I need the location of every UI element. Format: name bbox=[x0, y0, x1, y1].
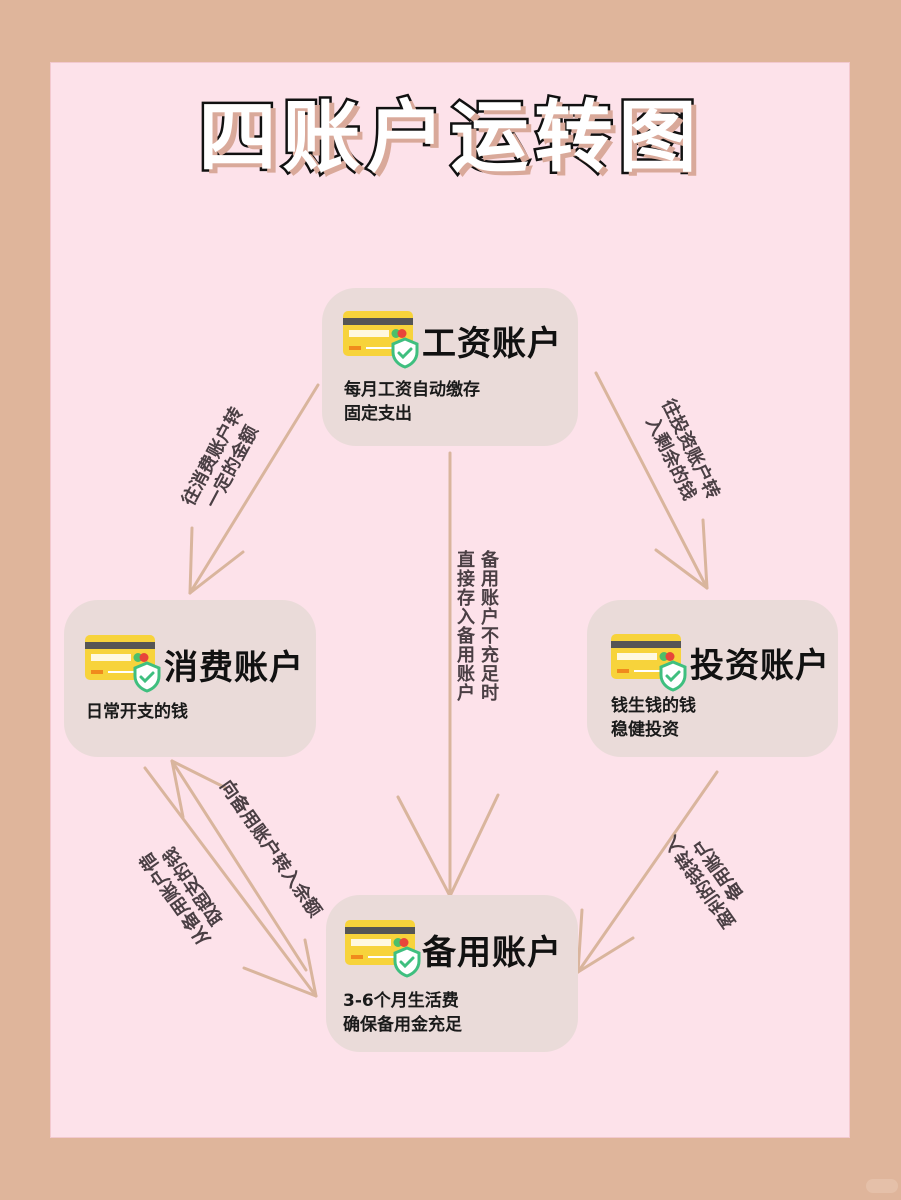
credit-card-shield-icon bbox=[85, 635, 161, 693]
account-name: 工资账户 bbox=[422, 324, 562, 364]
credit-card-shield-icon bbox=[611, 634, 687, 692]
account-name: 消费账户 bbox=[164, 648, 304, 688]
card-reserve-account[interactable]: 备用账户 3-6个月生活费 确保备用金充足 bbox=[326, 895, 578, 1052]
label-line: 直接存入备用账户 bbox=[454, 550, 475, 702]
credit-card-shield-icon bbox=[345, 920, 421, 978]
desc-line: 每月工资自动缴存 bbox=[344, 380, 480, 400]
desc-line: 钱生钱的钱 bbox=[611, 696, 696, 716]
account-description: 每月工资自动缴存 固定支出 bbox=[344, 378, 480, 426]
account-name: 投资账户 bbox=[690, 646, 830, 686]
card-spending-account[interactable]: 消费账户 日常开支的钱 bbox=[64, 600, 316, 757]
desc-line: 稳健投资 bbox=[611, 720, 679, 740]
desc-line: 固定支出 bbox=[344, 404, 412, 424]
desc-line: 3-6个月生活费 bbox=[343, 991, 459, 1011]
account-description: 钱生钱的钱 稳健投资 bbox=[611, 694, 696, 742]
card-investment-account[interactable]: 投资账户 钱生钱的钱 稳健投资 bbox=[587, 600, 838, 757]
page-title: 四账户运转图 bbox=[196, 91, 703, 186]
card-salary-account[interactable]: 工资账户 每月工资自动缴存 固定支出 bbox=[322, 288, 578, 446]
desc-line: 日常开支的钱 bbox=[86, 702, 188, 722]
watermark-badge bbox=[866, 1179, 898, 1193]
desc-line: 确保备用金充足 bbox=[343, 1015, 462, 1035]
account-description: 3-6个月生活费 确保备用金充足 bbox=[343, 989, 462, 1037]
credit-card-shield-icon bbox=[343, 311, 419, 369]
label-salary-to-reserve: 备用账户不充足时 直接存入备用账户 bbox=[452, 550, 500, 730]
account-name: 备用账户 bbox=[422, 933, 562, 973]
label-line: 备用账户不充足时 bbox=[478, 550, 499, 702]
account-description: 日常开支的钱 bbox=[86, 700, 188, 724]
